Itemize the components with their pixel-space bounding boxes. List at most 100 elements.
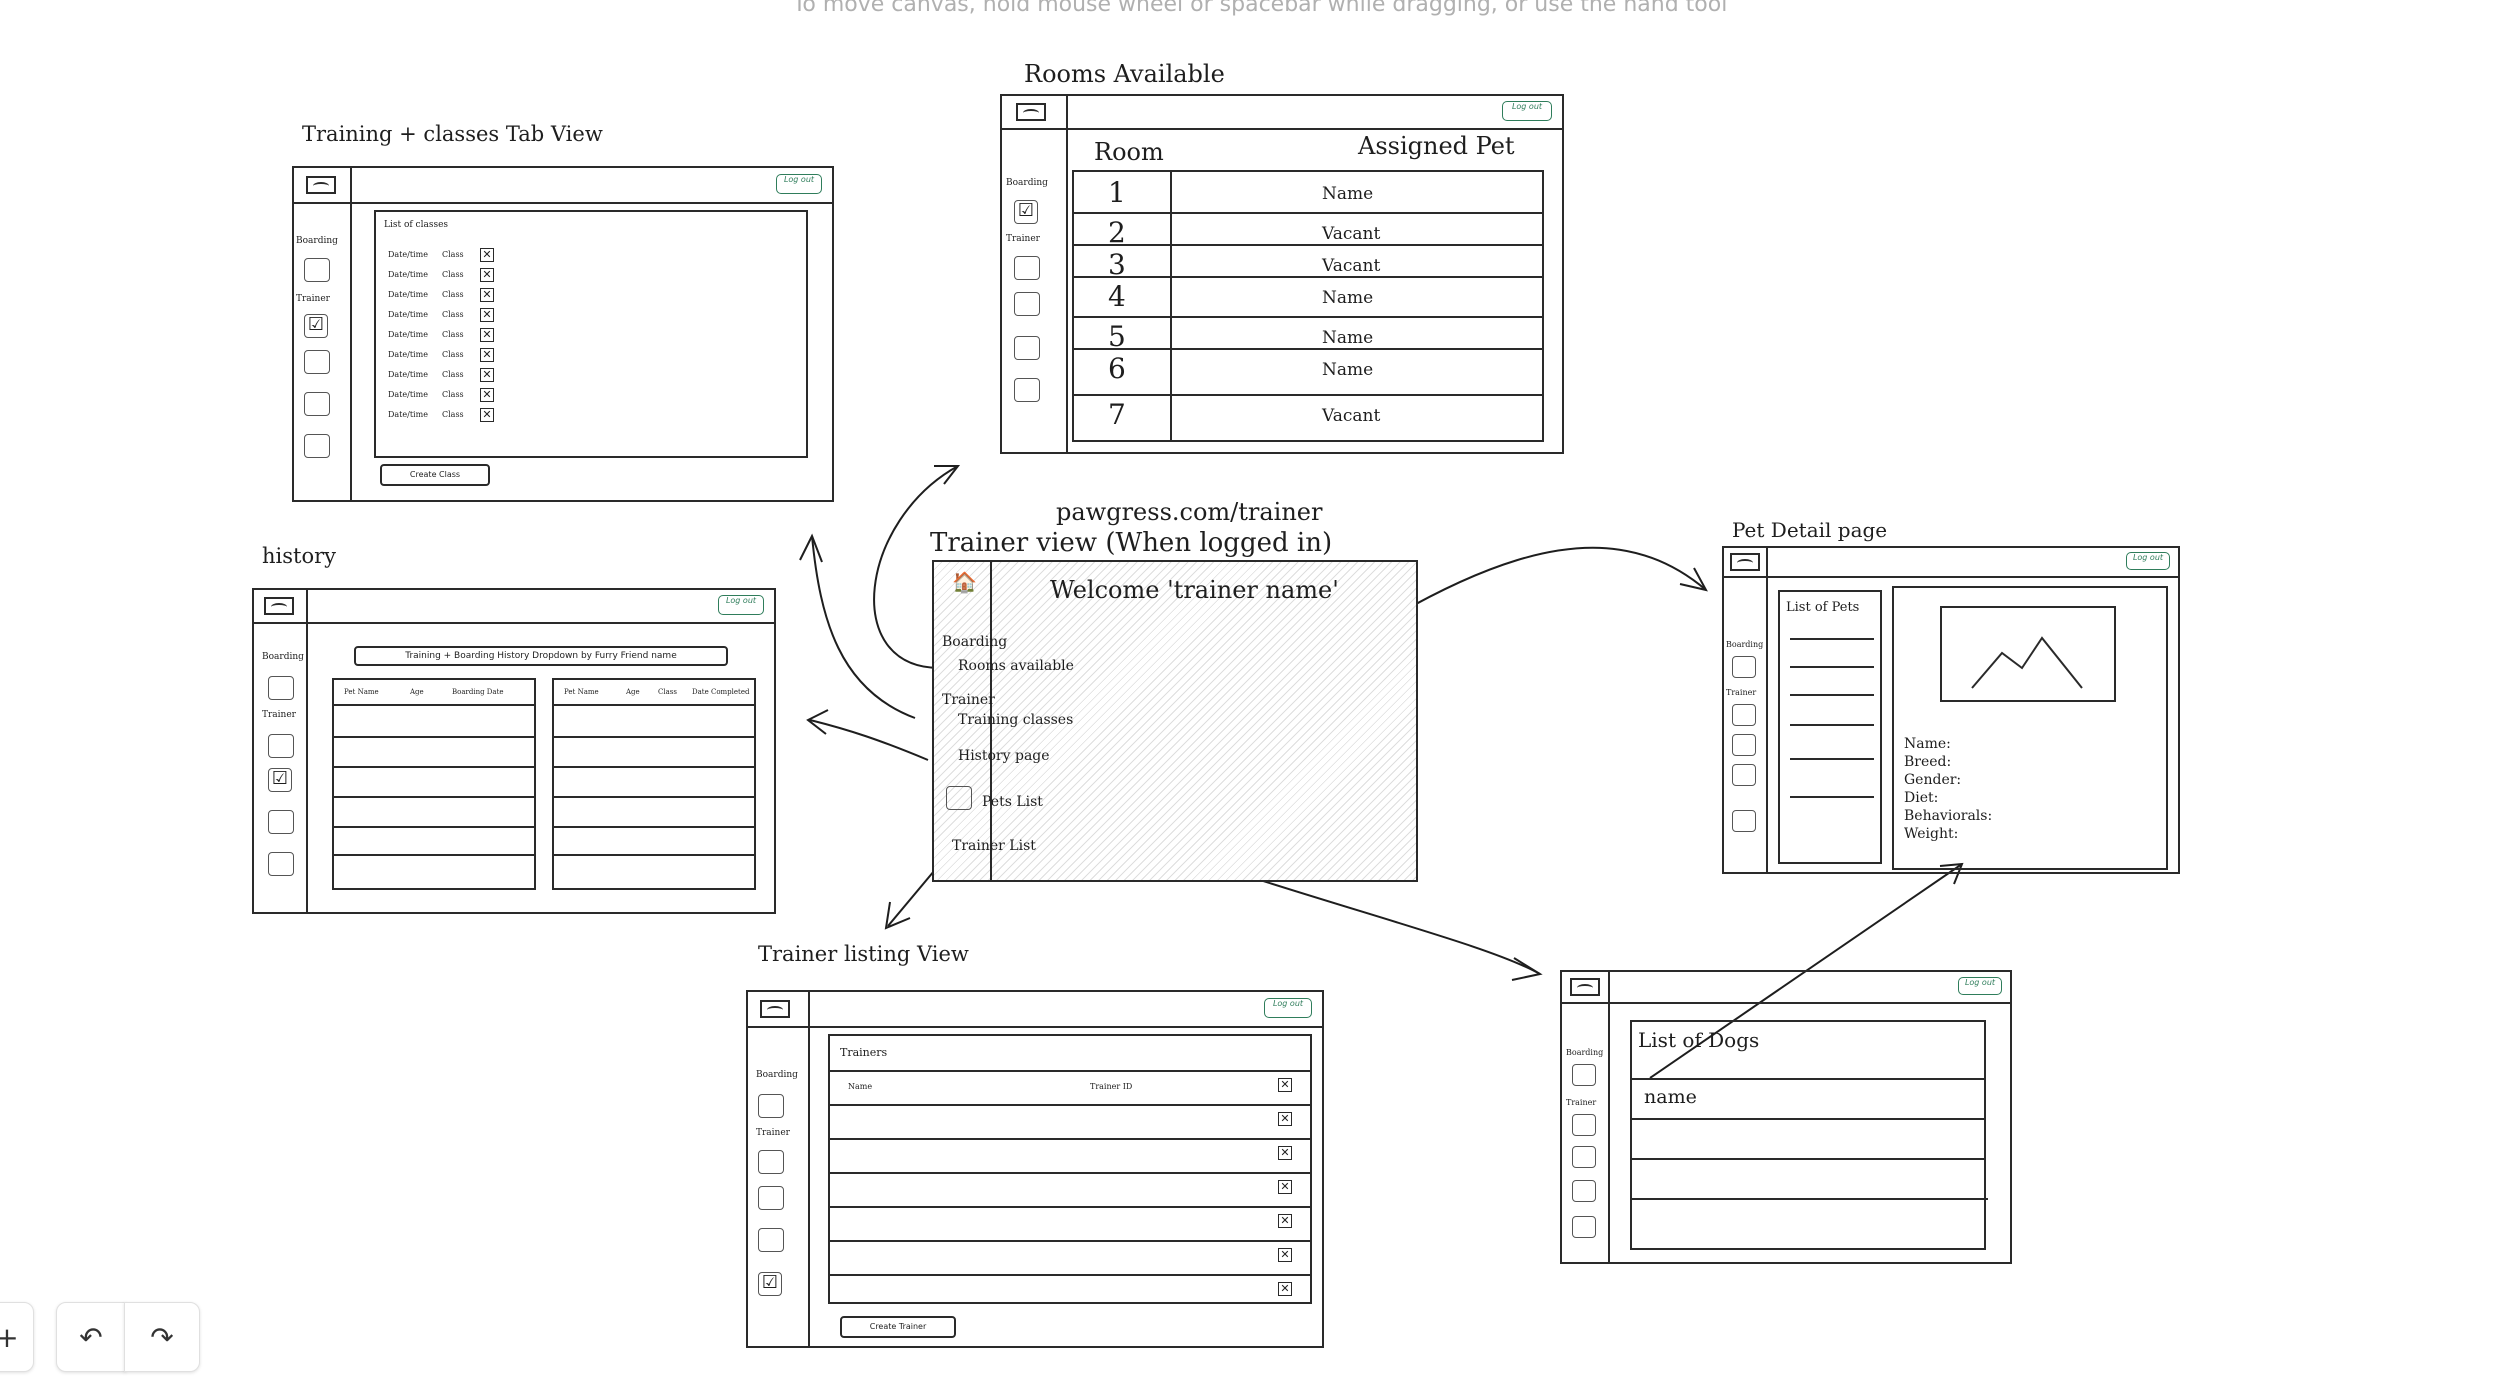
room-assigned-pet[interactable]: Vacant: [1322, 406, 1381, 426]
room-assigned-pet[interactable]: Name: [1322, 184, 1374, 204]
history-column-header: Class: [658, 688, 677, 696]
sidebar-item-boarding[interactable]: [758, 1094, 784, 1118]
redo-button[interactable]: ↷: [124, 1302, 200, 1372]
delete-class-checkbox[interactable]: ✕: [480, 348, 494, 362]
link-trainer-list[interactable]: Trainer List: [952, 838, 1036, 854]
sidebar-item[interactable]: [1732, 810, 1756, 832]
sidebar-item[interactable]: [1732, 764, 1756, 786]
sidebar-item[interactable]: [1014, 378, 1040, 402]
class-datetime: Date/time: [388, 410, 428, 419]
delete-trainer-checkbox[interactable]: ✕: [1278, 1078, 1292, 1092]
sidebar-item[interactable]: [946, 786, 972, 810]
logout-button[interactable]: Log out: [2126, 552, 2170, 570]
sidebar-item[interactable]: [1572, 1216, 1596, 1238]
sidebar-item[interactable]: [1014, 292, 1040, 316]
assigned-pet-column-header: Assigned Pet: [1358, 132, 1515, 160]
trainers-table: Trainers Name Trainer ID ✕✕✕✕✕✕✕: [828, 1034, 1312, 1304]
create-trainer-button[interactable]: Create Trainer: [840, 1316, 956, 1338]
sidebar-item[interactable]: [1572, 1114, 1596, 1136]
history-column-header: Date Completed: [692, 688, 750, 696]
delete-trainer-checkbox[interactable]: ✕: [1278, 1146, 1292, 1160]
sidebar-item[interactable]: [1572, 1064, 1596, 1086]
classes-list-title: List of classes: [384, 220, 449, 230]
sidebar-item[interactable]: [1732, 704, 1756, 726]
class-name: Class: [442, 290, 464, 299]
delete-trainer-checkbox[interactable]: ✕: [1278, 1282, 1292, 1296]
link-history-page[interactable]: History page: [958, 748, 1050, 764]
delete-class-checkbox[interactable]: ✕: [480, 328, 494, 342]
logout-button[interactable]: Log out: [718, 595, 764, 615]
pet-field-label: Weight:: [1904, 826, 1959, 842]
delete-class-checkbox[interactable]: ✕: [480, 368, 494, 382]
boarding-label: Boarding: [1006, 178, 1048, 188]
class-name: Class: [442, 390, 464, 399]
create-class-button[interactable]: Create Class: [380, 464, 490, 486]
training-frame-title: Training + classes Tab View: [302, 122, 603, 146]
logo-icon: [264, 597, 294, 615]
room-assigned-pet[interactable]: Vacant: [1322, 224, 1381, 244]
logout-button[interactable]: Log out: [1958, 977, 2002, 995]
sidebar-item[interactable]: [1732, 734, 1756, 756]
delete-class-checkbox[interactable]: ✕: [480, 268, 494, 282]
sidebar-item[interactable]: [268, 852, 294, 876]
classes-list: List of classes Date/time Class ✕Date/ti…: [374, 210, 808, 458]
home-icon[interactable]: 🏠: [952, 570, 977, 594]
delete-trainer-checkbox[interactable]: ✕: [1278, 1214, 1292, 1228]
sidebar-item[interactable]: [1732, 656, 1756, 678]
sidebar-item-trainer-checked[interactable]: ☑: [304, 314, 328, 338]
room-assigned-pet[interactable]: Name: [1322, 288, 1374, 308]
dogs-list: List of Dogs name: [1630, 1020, 1988, 1250]
sidebar-item[interactable]: [758, 1150, 784, 1174]
delete-trainer-checkbox[interactable]: ✕: [1278, 1112, 1292, 1126]
history-frame: Log out Boarding Trainer ☑ Training + Bo…: [252, 588, 776, 914]
room-number: 1: [1108, 176, 1126, 209]
room-number: 6: [1108, 352, 1126, 385]
pet-detail-frame: Log out Boarding Trainer List of Pets Na…: [1722, 546, 2180, 874]
sidebar-item-trainer-checked[interactable]: ☑: [758, 1272, 782, 1296]
room-assigned-pet[interactable]: Vacant: [1322, 256, 1381, 276]
delete-class-checkbox[interactable]: ✕: [480, 308, 494, 322]
sidebar-item[interactable]: [268, 734, 294, 758]
sidebar-item-boarding[interactable]: [268, 676, 294, 700]
sidebar-item[interactable]: [1572, 1146, 1596, 1168]
sidebar-item[interactable]: [1014, 336, 1040, 360]
logout-button[interactable]: Log out: [776, 174, 822, 194]
room-number: 5: [1108, 320, 1126, 353]
link-training-classes[interactable]: Training classes: [958, 712, 1074, 728]
canvas-hint: To move canvas, hold mouse wheel or spac…: [792, 0, 1728, 17]
sidebar-item-boarding[interactable]: [304, 258, 330, 282]
logo-icon: [760, 1000, 790, 1018]
sidebar-item[interactable]: [304, 434, 330, 458]
undo-button[interactable]: ↶: [56, 1302, 126, 1372]
delete-class-checkbox[interactable]: ✕: [480, 288, 494, 302]
sidebar-item[interactable]: [1572, 1180, 1596, 1202]
history-column-header: Pet Name: [564, 688, 599, 696]
logout-button[interactable]: Log out: [1264, 998, 1312, 1018]
sidebar-item[interactable]: [758, 1186, 784, 1210]
dog-row-name[interactable]: name: [1644, 1086, 1697, 1108]
sidebar-item[interactable]: [1014, 256, 1040, 280]
logo-icon: [1730, 553, 1760, 571]
history-dropdown[interactable]: Training + Boarding History Dropdown by …: [354, 646, 728, 666]
delete-class-checkbox[interactable]: ✕: [480, 248, 494, 262]
sidebar-item[interactable]: [304, 350, 330, 374]
zoom-in-button[interactable]: +: [0, 1302, 34, 1372]
class-name: Class: [442, 410, 464, 419]
sidebar-item-boarding-checked[interactable]: ☑: [1014, 200, 1038, 224]
sidebar-item[interactable]: [304, 392, 330, 416]
logout-button[interactable]: Log out: [1502, 101, 1552, 121]
room-assigned-pet[interactable]: Name: [1322, 360, 1374, 380]
sidebar-item-trainer-checked[interactable]: ☑: [268, 768, 292, 792]
delete-class-checkbox[interactable]: ✕: [480, 388, 494, 402]
welcome-heading: Welcome 'trainer name': [1050, 576, 1339, 604]
delete-trainer-checkbox[interactable]: ✕: [1278, 1248, 1292, 1262]
sidebar-item[interactable]: [758, 1228, 784, 1252]
class-name: Class: [442, 310, 464, 319]
delete-trainer-checkbox[interactable]: ✕: [1278, 1180, 1292, 1194]
training-frame: Log out Boarding Trainer ☑ List of class…: [292, 166, 834, 502]
link-pets-list[interactable]: Pets List: [982, 794, 1043, 810]
link-rooms-available[interactable]: Rooms available: [958, 658, 1074, 674]
sidebar-item[interactable]: [268, 810, 294, 834]
room-assigned-pet[interactable]: Name: [1322, 328, 1374, 348]
delete-class-checkbox[interactable]: ✕: [480, 408, 494, 422]
